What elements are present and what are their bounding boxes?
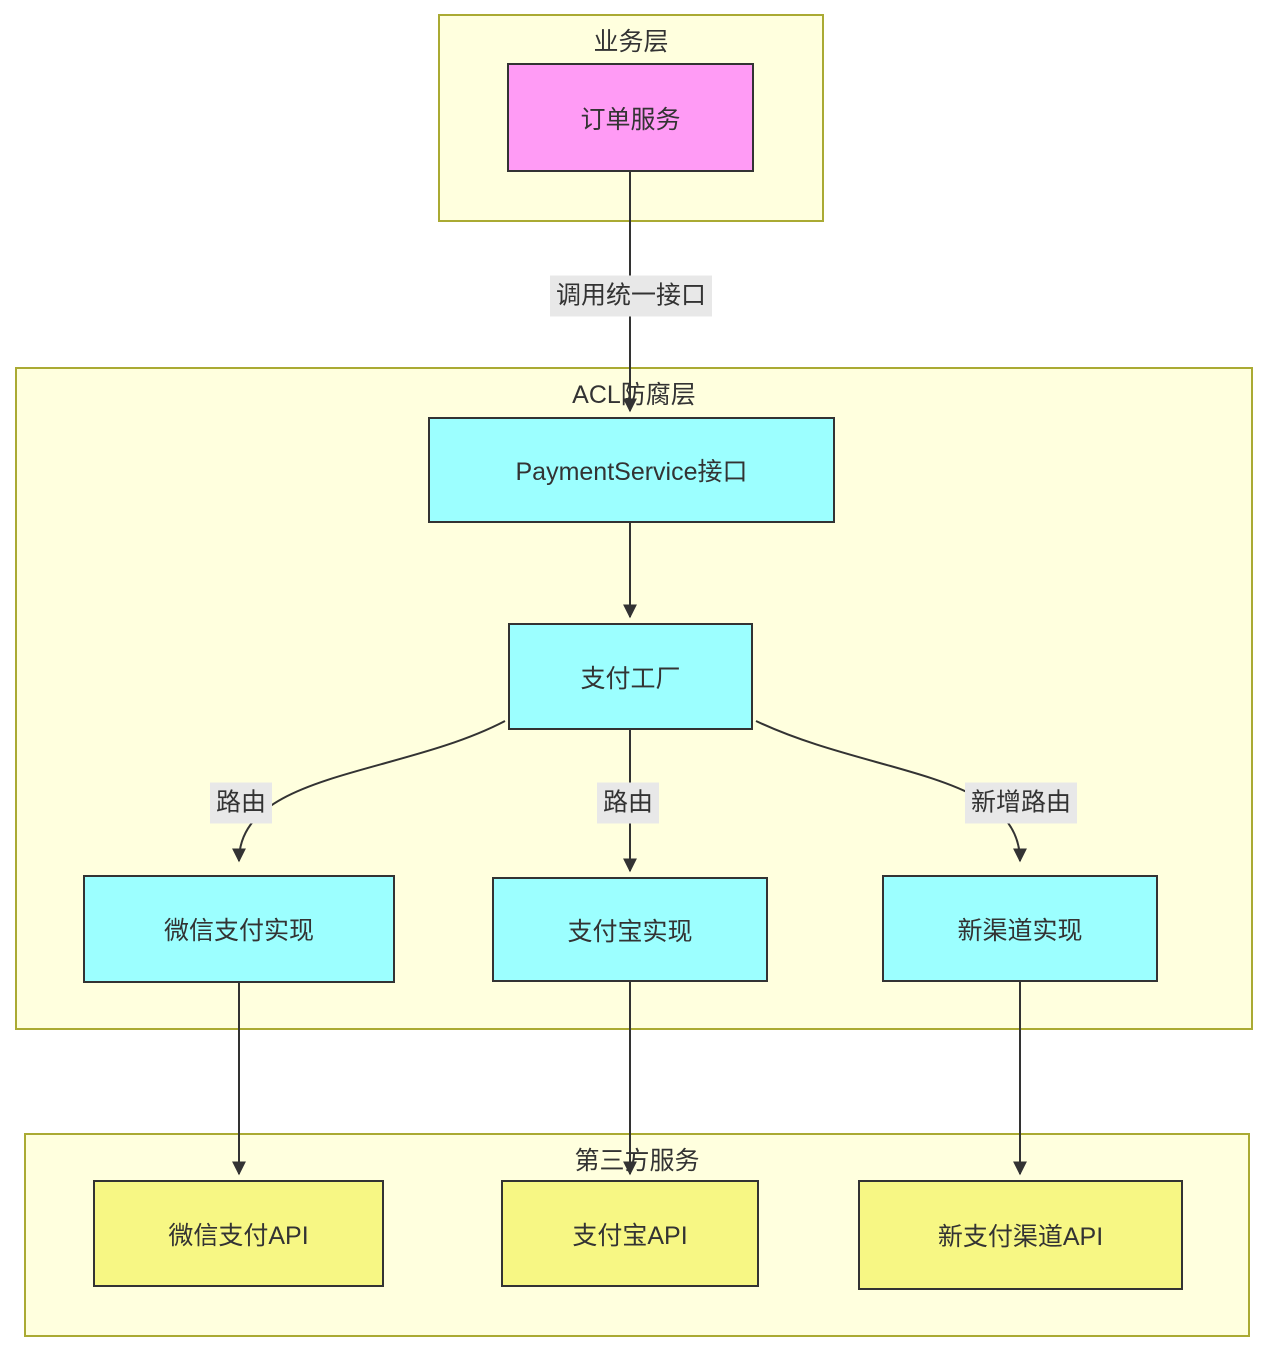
- node-payment-factory: 支付工厂: [508, 623, 753, 730]
- node-wechat-pay-api: 微信支付API: [93, 1180, 384, 1287]
- node-payment-service-interface: PaymentService接口: [428, 417, 835, 523]
- cluster-business-layer-title: 业务层: [593, 28, 669, 56]
- edge-factory-to-wechat-impl: [232, 720, 506, 863]
- edge-label-route-wechat: 路由: [209, 782, 273, 824]
- node-new-payment-channel-api: 新支付渠道API: [858, 1180, 1183, 1290]
- edge-label-route-new: 新增路由: [964, 782, 1078, 824]
- edge-label-unified-call: 调用统一接口: [549, 275, 713, 317]
- node-alipay-api: 支付宝API: [501, 1180, 759, 1287]
- edge-factory-to-new-channel-impl: [755, 720, 1027, 863]
- node-alipay-implementation: 支付宝实现: [492, 877, 768, 982]
- edge-label-route-alipay: 路由: [596, 782, 660, 824]
- node-wechat-pay-implementation: 微信支付实现: [83, 875, 395, 983]
- node-new-channel-implementation: 新渠道实现: [882, 875, 1158, 982]
- node-order-service: 订单服务: [507, 63, 754, 172]
